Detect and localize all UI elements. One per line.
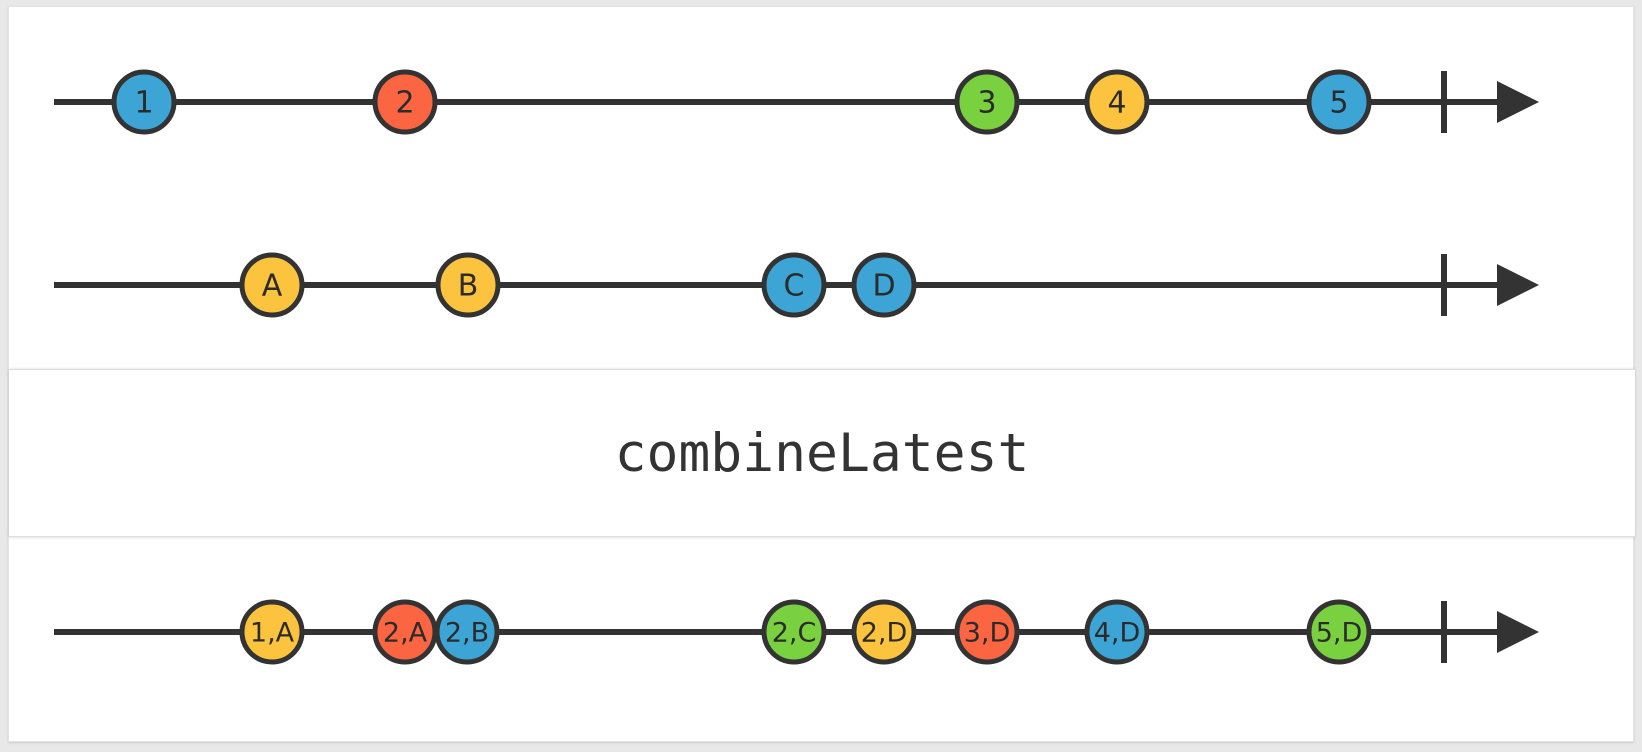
marble-label: 5 [1329, 86, 1348, 121]
first-input-timeline[interactable]: 1 2 3 4 5 [9, 1, 1635, 201]
marble-label: 2,C [772, 618, 817, 649]
marble-circle [1084, 599, 1150, 665]
marble-label: 5,D [1316, 618, 1363, 649]
marble-label: 3,D [964, 618, 1011, 649]
second-input-timeline[interactable]: A B C D [9, 184, 1635, 384]
marble-circle [239, 599, 305, 665]
output-timeline-svg: 1,A 2,A 2,B 2,C 2,D 3,D 4,D 5,D [54, 599, 1539, 665]
marble[interactable]: 5,D [1306, 599, 1372, 665]
marble[interactable]: 1,A [239, 599, 305, 665]
diagram-card: 1 2 3 4 5 A B C D combineLatest 1,A 2,A 2,B 2,C 2,D… [8, 6, 1635, 742]
marble[interactable]: 2,C [761, 599, 827, 665]
marble-circle [372, 69, 438, 135]
marble-circle [1084, 69, 1150, 135]
marble-label: 2,D [861, 618, 908, 649]
marble-circle [954, 69, 1020, 135]
marble[interactable]: B [435, 252, 501, 318]
timeline-arrow-icon [1497, 611, 1539, 653]
marble-label: 2,B [445, 618, 489, 649]
marble-label: 4 [1107, 86, 1126, 121]
timeline-arrow-icon [1497, 264, 1539, 306]
marble-label: 2,A [383, 618, 428, 649]
marble-label: 2 [395, 86, 414, 121]
first-input-timeline-svg: 1 2 3 4 5 [54, 69, 1539, 135]
marble-circle [111, 69, 177, 135]
marble-circle [239, 252, 305, 318]
marble[interactable]: 2 [372, 69, 438, 135]
marble-circle [1306, 599, 1372, 665]
marble-circle [761, 252, 827, 318]
marble[interactable]: 4 [1084, 69, 1150, 135]
operator-label: combineLatest [614, 422, 1030, 484]
marble-circle [851, 599, 917, 665]
marble-circle [434, 599, 500, 665]
marble-circle [851, 252, 917, 318]
marble-label: 1 [134, 86, 153, 121]
marble-label: C [784, 269, 805, 304]
marble[interactable]: 2,B [434, 599, 500, 665]
marble-label: A [262, 269, 283, 304]
marble[interactable]: 3,D [954, 599, 1020, 665]
marble[interactable]: 2,D [851, 599, 917, 665]
marble[interactable]: 1 [111, 69, 177, 135]
marble[interactable]: C [761, 252, 827, 318]
operator-box[interactable]: combineLatest [9, 369, 1635, 537]
marble-label: B [458, 269, 479, 304]
marble[interactable]: 5 [1306, 69, 1372, 135]
marble-circle [435, 252, 501, 318]
marble-circle [1306, 69, 1372, 135]
marble-label: 1,A [250, 618, 295, 649]
marble-label: D [872, 269, 895, 304]
marble-label: 4,D [1094, 618, 1141, 649]
output-timeline[interactable]: 1,A 2,A 2,B 2,C 2,D 3,D 4,D 5,D [9, 531, 1635, 731]
second-input-timeline-svg: A B C D [54, 252, 1539, 318]
marble[interactable]: D [851, 252, 917, 318]
marble-label: 3 [977, 86, 996, 121]
marble[interactable]: 2,A [372, 599, 438, 665]
marble-circle [761, 599, 827, 665]
marble[interactable]: 3 [954, 69, 1020, 135]
timeline-arrow-icon [1497, 81, 1539, 123]
marble[interactable]: A [239, 252, 305, 318]
marble-circle [954, 599, 1020, 665]
marble[interactable]: 4,D [1084, 599, 1150, 665]
